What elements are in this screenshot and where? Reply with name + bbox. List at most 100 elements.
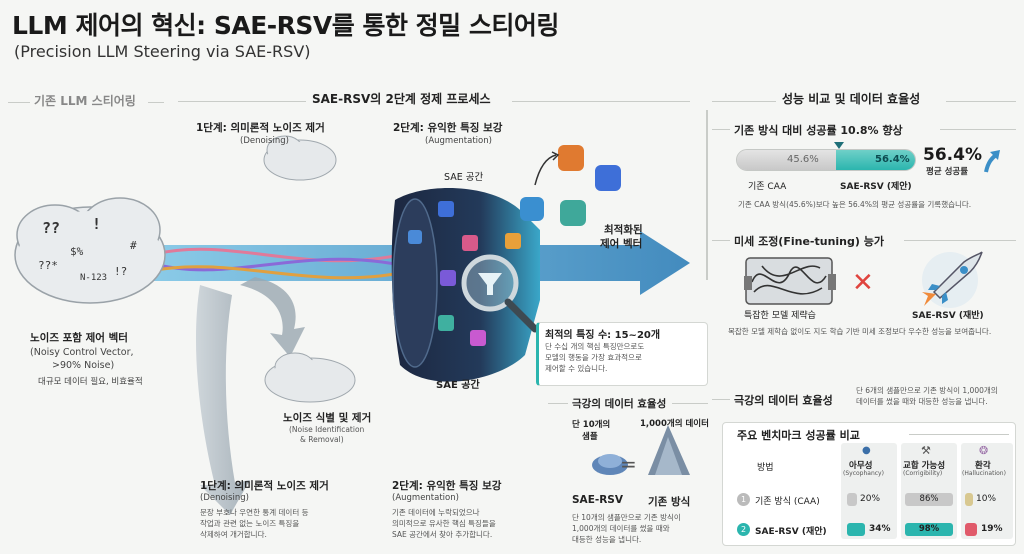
data-eff-heading-middle: 극강의 데이터 효율성: [572, 398, 667, 410]
value-chip: [847, 523, 865, 536]
x-icon: ✕: [852, 268, 874, 298]
thousand-data-label: 1,000개의 데이터: [640, 419, 709, 429]
step2-bottom-title: 2단계: 유익한 특징 보강: [392, 480, 502, 492]
baseline-bar-value: 45.6%: [787, 154, 819, 165]
bar-label-baseline: 기존 CAA: [748, 182, 787, 192]
bar-label-sae: SAE-RSV (제안): [840, 182, 912, 192]
baseline-bar-fill: [737, 150, 836, 170]
complex-model-icon: [744, 257, 836, 305]
finetune-left-label: 특잡한 모델 제략습: [744, 311, 816, 321]
feature-icon: [595, 165, 621, 191]
feature-icon: [560, 200, 586, 226]
noise-glyph: $%: [70, 245, 84, 258]
finetune-desc: 복잡한 모델 제학습 없이도 지도 학습 기반 미세 조정보다 우수한 성능을 …: [728, 327, 992, 336]
feature-tile: [438, 201, 454, 217]
step1-top-en: (Denoising): [240, 136, 289, 146]
col1-ko: 아무성: [849, 461, 873, 471]
col2-en: (Corrigibility): [903, 470, 943, 477]
divider: [712, 101, 776, 102]
sae-space-top-label: SAE 공간: [444, 172, 484, 183]
step2-bottom-desc: 의미적으로 유사한 핵심 특징들을: [392, 519, 496, 528]
data-eff-desc-right: 단 6개의 샘플만으로 기존 방식이 1,000개의: [856, 386, 998, 395]
value-chip: [965, 493, 973, 506]
filter-icon: [478, 273, 502, 295]
noise-id-en: & Removal): [300, 435, 344, 444]
sae-bar-value: 56.4%: [875, 154, 910, 165]
value-chip: [847, 493, 857, 506]
row-number: 2: [737, 523, 750, 536]
feature-count-callout: 최적의 특징 수: 15~20개 단 수십 개의 핵심 특징만으로도 모델의 행…: [536, 322, 708, 386]
step1-bottom-desc: 작업과 관련 없는 노이즈 특징을: [200, 519, 300, 528]
step1-bottom-desc: 문장 부호나 우연한 통계 데이터 등: [200, 508, 309, 517]
row-value: 98%: [905, 523, 953, 536]
row-value: 20%: [860, 494, 881, 504]
baseline-pile-label: 기존 방식: [648, 496, 691, 508]
optimized-vector-label: 제어 벡터: [600, 238, 643, 250]
feature-count-desc: 단 수십 개의 핵심 특징만으로도: [545, 342, 645, 351]
big-success-value: 56.4%: [923, 145, 982, 165]
noise-glyph: #: [130, 239, 137, 252]
feature-icon: [558, 145, 584, 171]
sae-space-bottom-label: SAE 공간: [436, 380, 480, 391]
equals-sign: =: [620, 452, 637, 476]
rocket-icon: [922, 251, 983, 308]
optimized-vector-label: 최적화된: [604, 224, 643, 236]
sae-rsv-pile-label: SAE-RSV: [572, 494, 623, 506]
divider: [946, 101, 1016, 102]
step2-top-en: (Augmentation): [425, 136, 492, 146]
row-value: 19%: [981, 524, 1003, 534]
noise-glyph: ??: [42, 219, 61, 237]
step2-bottom-desc: 기존 데이터에 누락되었으나: [392, 508, 480, 517]
wrench-icon: ⚒: [921, 444, 931, 457]
step1-bottom-en: (Denoising): [200, 493, 249, 503]
noise-vector-label: 노이즈 포함 제어 벡터: [30, 332, 128, 344]
row-value: 34%: [869, 524, 891, 534]
feature-count-title: 최적의 특징 수: 15~20개: [545, 330, 661, 341]
col-method: 방법: [757, 463, 774, 473]
col3-en: (Hallucination): [962, 470, 1006, 477]
page-subtitle: (Precision LLM Steering via SAE-RSV): [14, 42, 311, 61]
right-bracket: [706, 110, 708, 280]
step1-bottom-title: 1단계: 의미론적 노이즈 제거: [200, 480, 329, 492]
small-cloud: [263, 135, 337, 181]
feature-icon: [520, 197, 544, 221]
divider: [178, 101, 306, 102]
benchmark-table: 주요 벤치마크 성공률 비교 방법 ● ⚒ ❂ 아무성 (Sycophancy)…: [722, 422, 1016, 546]
data-eff-desc-right: 데이터를 썼을 때와 대등한 성능을 냅니다.: [856, 397, 988, 406]
col1-en: (Sycophancy): [843, 470, 884, 477]
col3-ko: 환각: [975, 461, 991, 471]
small-cloud: [264, 352, 356, 403]
divider: [512, 101, 690, 102]
noise-id-en: (Noise Identification: [289, 425, 365, 434]
success-heading: 기존 방식 대비 성공률 10.8% 향상: [734, 124, 903, 137]
feature-tile: [505, 233, 521, 249]
feature-tile: [470, 330, 486, 346]
ten-samples-label: 샘플: [582, 432, 598, 442]
noise-id-title: 노이즈 식별 및 제거: [283, 412, 372, 424]
sae-bar-fill: [836, 150, 915, 170]
user-icon: ●: [862, 445, 871, 456]
finetune-right-label: SAE-RSV (재반): [912, 311, 984, 321]
cloud-noise-text: ?? ! $% # ??* !? N-123: [30, 215, 160, 295]
value-chip: [965, 523, 977, 536]
row-method: 기존 방식 (CAA): [755, 497, 820, 507]
up-arrow-icon: [984, 150, 1000, 173]
benchmark-heading: 주요 벤치마크 성공률 비교: [737, 429, 860, 442]
feature-count-desc: 제어할 수 있습니다.: [545, 364, 608, 373]
step1-bottom-desc: 삭제하여 개거합니다.: [200, 530, 267, 539]
data-eff-desc: 1,000개의 데이터를 썼을 때와: [572, 524, 670, 533]
noise-glyph: !?: [114, 265, 128, 278]
noise-removal-arrow: [195, 285, 250, 515]
noise-glyph: N-123: [80, 273, 108, 283]
noise-vector-en: (Noisy Control Vector,: [30, 347, 134, 358]
marker-icon: [834, 142, 844, 149]
success-bar: 45.6% 56.4%: [736, 149, 916, 171]
feature-tile: [408, 230, 422, 244]
data-eff-desc: 대등한 성능을 냅니다.: [572, 535, 642, 544]
feature-tile: [440, 270, 456, 286]
noise-removal-arrow-2: [240, 277, 305, 357]
feature-tile: [462, 235, 478, 251]
row-number: 1: [737, 493, 750, 506]
funnel-mouth: [392, 198, 438, 368]
col2-ko: 교합 가능성: [903, 461, 946, 471]
